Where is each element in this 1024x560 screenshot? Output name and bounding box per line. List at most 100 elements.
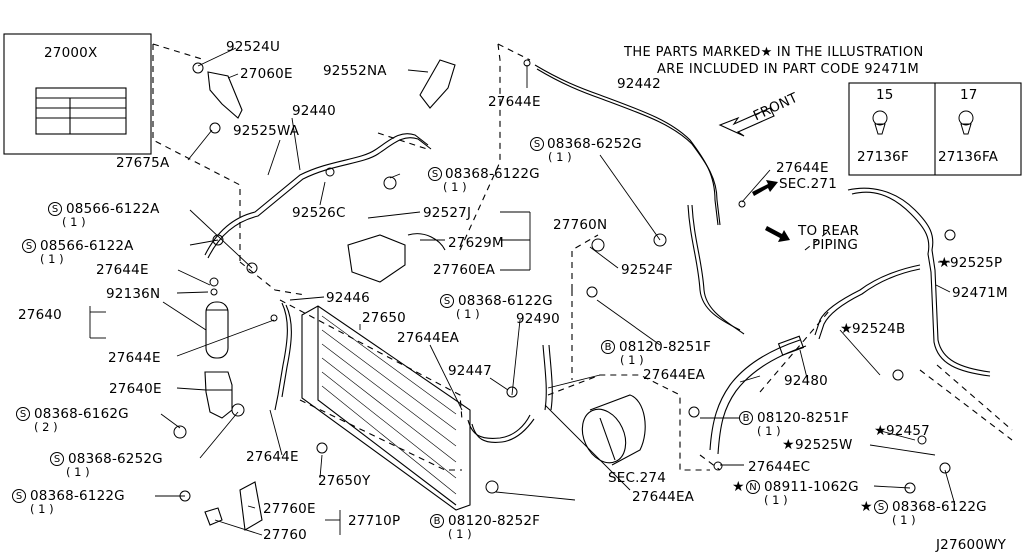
- part-08120-8251f-b-qty: ( 1 ): [757, 424, 781, 438]
- bracket-27760e: [239, 481, 263, 531]
- rear-piping-line2: PIPING: [812, 237, 859, 253]
- part-08566-6122a-2: 08566-6122A: [40, 238, 134, 254]
- part-08368-6252g-b: 08368-6252G: [68, 451, 163, 467]
- part-92524b: 92524B: [852, 321, 906, 337]
- part-92136n: 92136N: [106, 286, 161, 302]
- nut-n-icon: N: [746, 480, 760, 494]
- part-92524u: 92524U: [226, 39, 281, 55]
- part-27644ea-c: 27644EA: [632, 489, 695, 505]
- part-27650y: 27650Y: [318, 473, 371, 489]
- part-27629m: 27629M: [448, 235, 504, 251]
- screw-s-icon: S: [22, 239, 36, 253]
- legend-note-text-b: IN THE ILLUSTRATION: [776, 45, 924, 60]
- rear-piping-arrow: [765, 226, 790, 242]
- bolt-b-icon: B: [601, 340, 615, 354]
- part-92552na: [419, 59, 456, 109]
- legend-note-line2: ARE INCLUDED IN PART CODE 92471M: [657, 62, 920, 77]
- part-27760e: 27760E: [263, 501, 316, 517]
- part-08120-8251f-a-qty: ( 1 ): [620, 353, 644, 367]
- pipe-92490: [542, 344, 547, 411]
- part-08368-6122g-c: 08368-6122G: [30, 488, 125, 504]
- part-92525wa: 92525WA: [233, 123, 300, 139]
- part-08368-6122g-b: 08368-6122G: [458, 293, 553, 309]
- star-icon: ★: [860, 499, 873, 515]
- rear-piping-line1: TO REAR: [798, 223, 860, 239]
- part-08368-6252g-top: 08368-6252G: [547, 136, 642, 152]
- bracket-27760: [204, 507, 223, 526]
- part-27650: 27650: [362, 310, 406, 326]
- part-08566-6122a-1: 08566-6122A: [66, 201, 160, 217]
- part-27644e-bottom: 27644E: [246, 449, 299, 465]
- label-box-part: 27000X: [44, 45, 98, 61]
- bracket-27060e: [207, 71, 243, 119]
- part-08368-6252g-top-qty: ( 1 ): [548, 150, 572, 164]
- star-icon: ★: [732, 479, 745, 495]
- star-icon: ★: [840, 321, 853, 337]
- part-08120-8252f: 08120-8252F: [448, 513, 541, 529]
- bolt-b-icon: B: [739, 411, 753, 425]
- screw-s-icon: S: [440, 294, 454, 308]
- hose-92480: [709, 339, 801, 451]
- part-27675a: 27675A: [116, 155, 170, 171]
- part-27644e-mid: 27644E: [108, 350, 161, 366]
- sec271-label: SEC.271: [779, 176, 837, 192]
- condenser-27650: [301, 305, 471, 511]
- part-92480: 92480: [784, 373, 828, 389]
- part-92457: 92457: [886, 423, 930, 439]
- part-27760: 27760: [263, 527, 307, 543]
- front-arrow: [718, 107, 775, 137]
- part-27644e-top: 27644E: [488, 94, 541, 110]
- sec274-label: SEC.274: [608, 470, 666, 486]
- part-92525w: 92525W: [795, 437, 853, 453]
- part-92525p: 92525P: [950, 255, 1003, 271]
- part-27640e: 27640E: [109, 381, 162, 397]
- legend-note-text-a: THE PARTS MARKED: [624, 45, 761, 60]
- star-icon: ★: [874, 423, 887, 439]
- part-27644e-right: 27644E: [776, 160, 829, 176]
- bolt-b-icon: B: [430, 514, 444, 528]
- part-08368-6162g-qty: ( 2 ): [34, 420, 58, 434]
- part-92526c: 92526C: [292, 205, 346, 221]
- part-27760ea: 27760EA: [433, 262, 496, 278]
- part-27644e-left: 27644E: [96, 262, 149, 278]
- part-08368-6122g-a-qty: ( 1 ): [443, 180, 467, 194]
- pipe-92446: [274, 302, 288, 411]
- pipe-92447: [467, 414, 531, 439]
- compressor-sec274: [581, 394, 646, 466]
- part-08368-6162g: 08368-6162G: [34, 406, 129, 422]
- legend-note-line1: THE PARTS MARKED★IN THE ILLUSTRATION: [624, 45, 924, 60]
- part-08566-6122a-2-qty: ( 1 ): [40, 252, 64, 266]
- part-27640: 27640: [18, 307, 62, 323]
- assembly-27629m: [347, 234, 406, 283]
- part-92490: 92490: [516, 311, 560, 327]
- legend-col1-part: 27136F: [857, 149, 909, 165]
- part-27644ec: 27644EC: [748, 459, 811, 475]
- part-92440: 92440: [292, 103, 336, 119]
- part-27644ea-b: 27644EA: [643, 367, 706, 383]
- part-92442: 92442: [617, 76, 661, 92]
- part-27060e: 27060E: [240, 66, 293, 82]
- part-08911-1062g-qty: ( 1 ): [764, 493, 788, 507]
- label-box-frame: [3, 33, 152, 155]
- part-08120-8251f-a: 08120-8251F: [619, 339, 712, 355]
- part-08911-1062g: 08911-1062G: [764, 479, 859, 495]
- part-92552na: 92552NA: [323, 63, 387, 79]
- part-08368-6122g-a: 08368-6122G: [445, 166, 540, 182]
- part-08120-8251f-b: 08120-8251F: [757, 410, 850, 426]
- pipe-92440: [204, 133, 429, 256]
- part-27710p: 27710P: [348, 513, 401, 529]
- part-08368-6122g-c-qty: ( 1 ): [30, 502, 54, 516]
- legend-col2-part: 27136FA: [938, 149, 999, 165]
- part-92447: 92447: [448, 363, 492, 379]
- sec271-arrow: [752, 180, 778, 196]
- screw-s-icon: S: [12, 489, 26, 503]
- part-08368-6122g-b-qty: ( 1 ): [456, 307, 480, 321]
- screw-s-icon: S: [48, 202, 62, 216]
- pipe-92471m: [847, 187, 991, 373]
- part-92527j: 92527J: [423, 205, 472, 221]
- diagram-id: J27600WY: [936, 537, 1007, 553]
- part-08566-6122a-1-qty: ( 1 ): [62, 215, 86, 229]
- part-08368-6122g-d-qty: ( 1 ): [892, 513, 916, 527]
- part-08120-8252f-qty: ( 1 ): [448, 527, 472, 541]
